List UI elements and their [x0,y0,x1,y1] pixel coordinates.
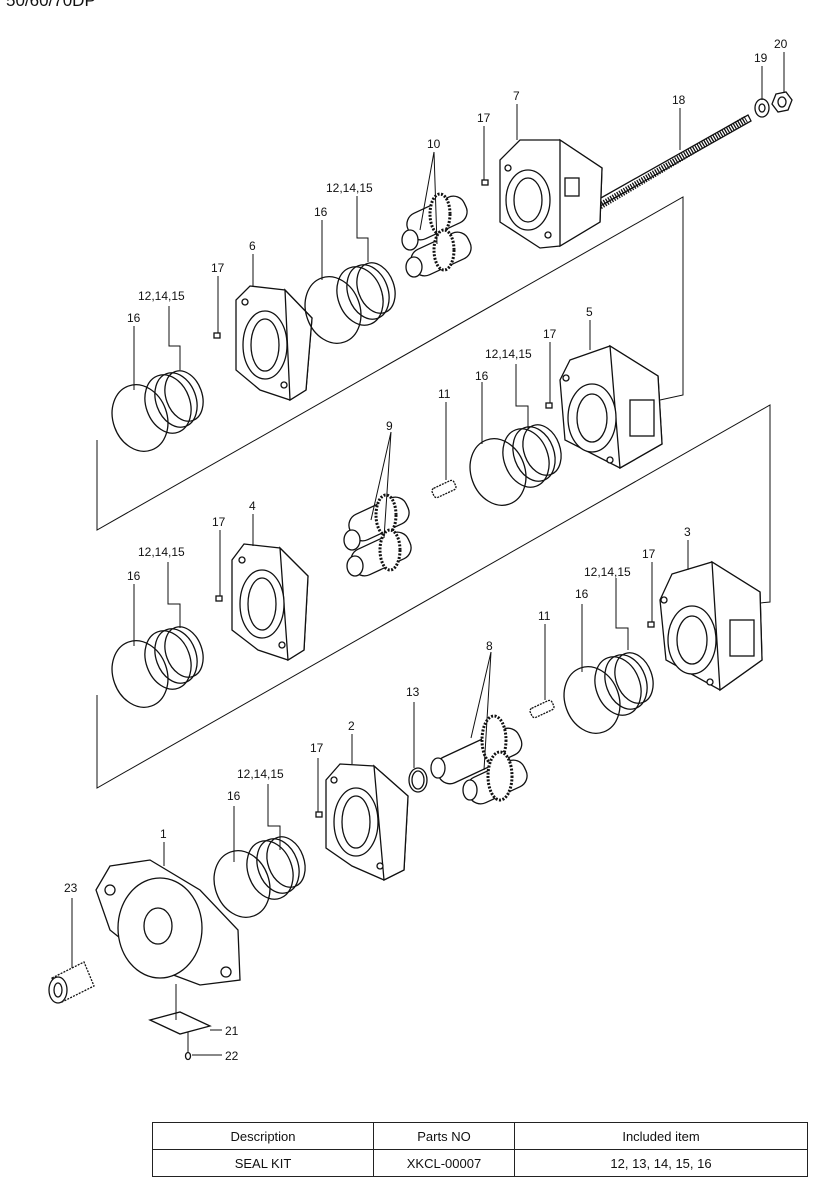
callout-20: 20 [774,37,788,51]
cell-parts-no: XKCL-00007 [373,1149,515,1177]
nut-icon [771,91,793,113]
rear-cover-icon [499,138,603,249]
callout-10: 10 [427,137,441,151]
wear-plate-4-icon [231,543,309,662]
coupling-icon [529,699,555,719]
drive-gear-shaft-icon [430,714,528,805]
callout-17: 17 [211,261,225,275]
diagram-header: 50/60/70DP [6,0,96,10]
callout-16: 16 [475,369,489,383]
callout-6: 6 [249,239,256,253]
gear-housing-3-icon [659,560,763,692]
callout-18: 18 [672,93,686,107]
table-header-row: Description Parts NO Included item [152,1122,808,1150]
callout-12-14-15: 12,14,15 [138,289,185,303]
callout-17: 17 [310,741,324,755]
wear-plate-2-icon [325,763,409,882]
seal-set-icon [563,652,654,734]
callout-16: 16 [575,587,589,601]
callout-16: 16 [314,205,328,219]
callout-13: 13 [406,685,420,699]
wear-plate-6-icon [235,285,313,402]
callout-12-14-15: 12,14,15 [584,565,631,579]
gear-pair-icon [401,192,472,278]
seal-set-icon [469,424,562,506]
callout-1: 1 [160,827,167,841]
mounting-flange-icon [95,859,241,986]
exploded-parts-diagram: 20 19 18 7 17 10 12,14,15 16 6 17 12,14,… [48,37,793,1063]
callout-4: 4 [249,499,256,513]
callout-23: 23 [64,881,78,895]
callout-12-14-15: 12,14,15 [237,767,284,781]
callout-5: 5 [586,305,593,319]
callout-7: 7 [513,89,520,103]
o-ring-icon [408,767,428,793]
callout-3: 3 [684,525,691,539]
callout-17: 17 [543,327,557,341]
gear-pair-icon [343,493,412,577]
callout-12-14-15: 12,14,15 [326,181,373,195]
callout-17: 17 [477,111,491,125]
coupling-icon [431,479,457,499]
column-header-included-item: Included item [514,1122,808,1150]
nameplate-icon [148,1011,212,1035]
seal-kit-table: Description Parts NO Included item SEAL … [152,1122,808,1177]
callout-9: 9 [386,419,393,433]
callout-16: 16 [127,569,141,583]
seal-set-icon [304,262,396,344]
threaded-rod-icon [591,114,752,210]
callout-22: 22 [225,1049,239,1063]
table-row: SEAL KIT XKCL-00007 12, 13, 14, 15, 16 [152,1149,808,1177]
callout-16: 16 [227,789,241,803]
callout-17: 17 [212,515,226,529]
seal-set-icon [111,370,204,452]
leader-lines [71,52,785,1056]
pin-icon [213,179,655,818]
callout-labels: 20 19 18 7 17 10 12,14,15 16 6 17 12,14,… [64,37,788,1063]
cell-description: SEAL KIT [152,1149,374,1177]
cell-included-item: 12, 13, 14, 15, 16 [514,1149,808,1177]
callout-11: 11 [538,609,551,623]
callout-12-14-15: 12,14,15 [138,545,185,559]
rivet-icon [184,1051,192,1061]
spline-coupling-icon [48,961,95,1004]
callout-16: 16 [127,311,141,325]
washer-icon [754,98,770,118]
callout-2: 2 [348,719,355,733]
callout-8: 8 [486,639,493,653]
column-header-parts-no: Parts NO [373,1122,515,1150]
column-header-description: Description [152,1122,374,1150]
gear-housing-5-icon [559,344,663,470]
callout-21: 21 [225,1024,239,1038]
callout-17: 17 [642,547,656,561]
callout-11: 11 [438,387,451,401]
seal-set-icon [213,836,306,918]
callout-19: 19 [754,51,768,65]
seal-set-icon [111,626,204,708]
callout-12-14-15: 12,14,15 [485,347,532,361]
